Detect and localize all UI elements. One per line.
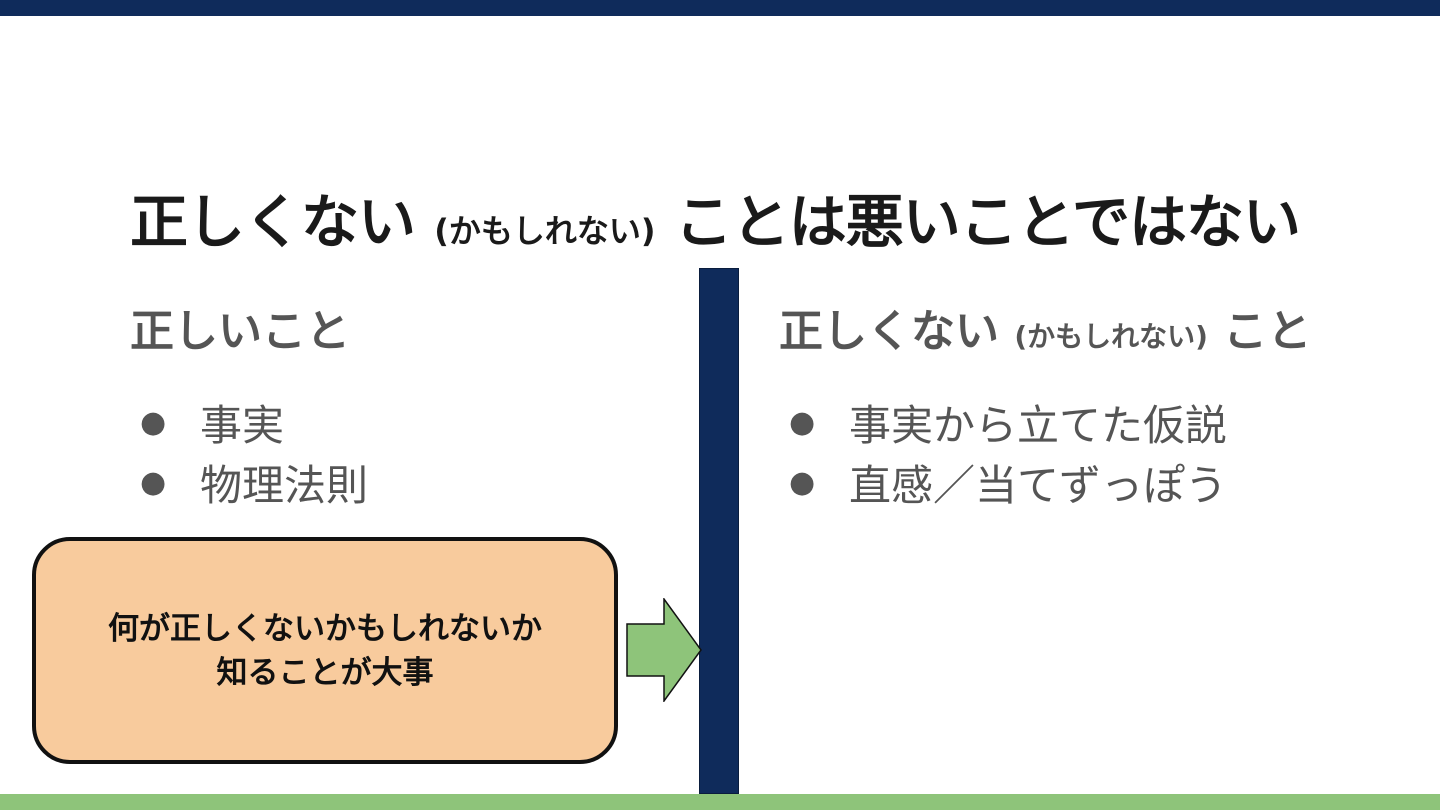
bullet-icon: ●	[140, 404, 167, 440]
right-heading-note: (かもしれない)	[1014, 320, 1208, 353]
list-item: ● 事実	[140, 392, 368, 452]
list-item: ● 直感／当てずっぽう	[789, 452, 1227, 512]
bullet-icon: ●	[140, 464, 167, 500]
list-item-label: 物理法則	[200, 460, 369, 510]
right-bullet-list: ● 事実から立てた仮説 ● 直感／当てずっぽう	[789, 392, 1227, 512]
callout-box: 何が正しくないかもしれないか 知ることが大事	[32, 537, 618, 764]
slide-title: 正しくない (かもしれない) ことは悪いことではない	[130, 186, 1301, 267]
title-main: 正しくない	[130, 188, 416, 256]
bullet-icon: ●	[789, 464, 816, 500]
list-item: ● 物理法則	[140, 452, 368, 512]
center-divider	[699, 268, 739, 794]
left-column-heading: 正しいこと	[130, 306, 350, 357]
title-rest: ことは悪いことではない	[674, 188, 1301, 256]
right-heading-rest: こと	[1223, 306, 1312, 357]
list-item-label: 事実から立てた仮説	[849, 400, 1228, 450]
callout-line-1: 何が正しくないかもしれないか	[108, 610, 542, 647]
right-column-heading: 正しくない (かもしれない) こと	[779, 304, 1311, 365]
title-note: (かもしれない)	[434, 212, 656, 250]
list-item: ● 事実から立てた仮説	[789, 392, 1227, 452]
right-arrow-icon	[626, 598, 702, 702]
left-bullet-list: ● 事実 ● 物理法則	[140, 392, 368, 512]
right-heading-main: 正しくない	[779, 306, 999, 357]
list-item-label: 直感／当てずっぽう	[849, 460, 1228, 510]
bullet-icon: ●	[789, 404, 816, 440]
callout-line-2: 知ることが大事	[216, 654, 434, 691]
bottom-accent-bar	[0, 794, 1440, 810]
top-accent-bar	[0, 0, 1440, 16]
list-item-label: 事実	[200, 400, 285, 450]
